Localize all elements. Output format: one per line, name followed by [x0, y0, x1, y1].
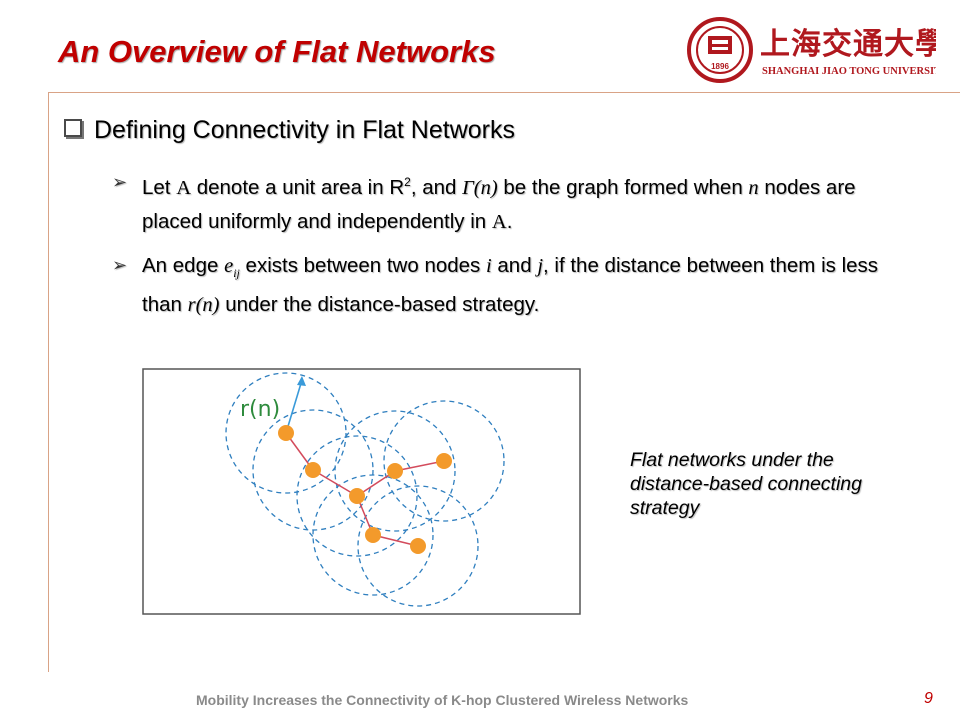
left-divider	[48, 92, 49, 672]
header-divider	[48, 92, 960, 93]
network-node	[387, 463, 403, 479]
section-heading: Defining Connectivity in Flat Networks	[64, 116, 515, 145]
network-node	[365, 527, 381, 543]
radius-label: r(n)	[240, 397, 280, 422]
range-circle	[296, 435, 418, 557]
range-circle	[312, 474, 434, 596]
network-node	[305, 462, 321, 478]
footer-text: Mobility Increases the Connectivity of K…	[196, 692, 689, 708]
range-circle	[225, 372, 347, 494]
page-number: 9	[924, 690, 933, 707]
seal-year: 1896	[711, 62, 729, 71]
flat-network-diagram: r(n)	[142, 368, 581, 615]
network-node	[436, 453, 452, 469]
slide-title: An Overview of Flat Networks	[58, 34, 496, 69]
bullet-text: An edge eij exists between two nodes i a…	[142, 254, 879, 317]
bullet-unit-area: ➢ Let A denote a unit area in R2, and Γ(…	[112, 166, 912, 239]
university-logo: 1896 上海交通大學 SHANGHAI JIAO TONG UNIVERSIT…	[687, 17, 936, 83]
network-node	[410, 538, 426, 554]
range-circle	[357, 485, 479, 607]
radius-arrow	[285, 379, 303, 434]
diagram-caption: Flat networks under the distance-based c…	[630, 449, 862, 519]
chinese-name: 上海交通大學	[760, 27, 936, 62]
radius-arrowhead	[297, 376, 306, 386]
arrow-bullet-icon: ➢	[112, 172, 128, 193]
university-name: SHANGHAI JIAO TONG UNIVERSITY	[762, 66, 936, 77]
range-circle	[383, 400, 505, 522]
bullet-edge-definition: ➢ An edge eij exists between two nodes i…	[112, 250, 912, 321]
seal-icon: 1896	[687, 17, 753, 83]
arrow-bullet-icon: ➢	[112, 255, 128, 276]
network-node	[278, 425, 294, 441]
checkbox-bullet-icon	[64, 119, 82, 137]
network-edge	[312, 469, 358, 497]
range-circle	[334, 410, 456, 532]
bullet-text: Let A denote a unit area in R2, and Γ(n)…	[142, 175, 856, 233]
network-node	[349, 488, 365, 504]
network-edge	[394, 460, 445, 472]
section-heading-text: Defining Connectivity in Flat Networks	[94, 116, 515, 144]
